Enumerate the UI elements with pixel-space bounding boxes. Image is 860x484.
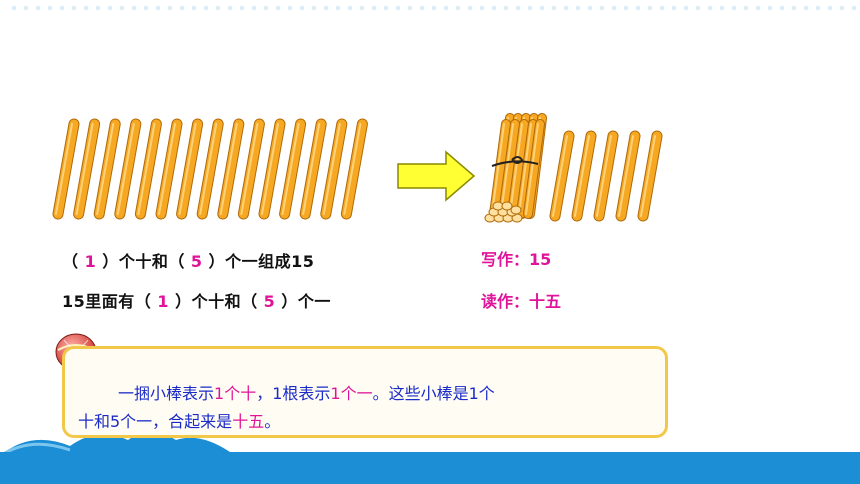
orange-stick xyxy=(258,118,286,220)
orange-stick xyxy=(279,118,307,220)
orange-stick xyxy=(340,118,368,220)
summary-part: 一捆小棒表示 xyxy=(118,384,215,403)
orange-stick xyxy=(549,130,575,222)
bundle-of-ten-sticks xyxy=(484,113,547,223)
orange-stick xyxy=(52,118,80,220)
orange-stick xyxy=(637,130,663,222)
orange-stick xyxy=(196,118,224,220)
sentence-tens-ones-make-15: （ 1 ）个十和（ 5 ）个一组成15 xyxy=(62,248,314,272)
orange-stick xyxy=(615,130,641,222)
stick-end xyxy=(510,205,522,215)
read-as-label: 读作：十五 xyxy=(481,292,562,311)
stick-end xyxy=(501,201,513,211)
answer-tens: 1 xyxy=(84,252,97,271)
orange-stick xyxy=(73,118,101,220)
loose-sticks-group xyxy=(52,118,368,220)
text-part: 15里面有（ xyxy=(62,292,152,311)
orange-stick xyxy=(299,118,327,220)
summary-box xyxy=(62,346,668,438)
bottom-decorative-wave xyxy=(0,432,860,484)
orange-stick xyxy=(237,118,265,220)
summary-one-ten: 1个十 xyxy=(214,384,257,403)
text-part: ）个十和（ xyxy=(102,252,185,271)
text-part: ）个一 xyxy=(281,292,331,311)
answer-tens: 1 xyxy=(157,292,169,311)
bundled-stick xyxy=(489,119,511,219)
text-part: ）个十和（ xyxy=(175,292,258,311)
bundled-stick xyxy=(507,119,529,219)
orange-stick xyxy=(593,130,619,222)
five-loose-sticks-group xyxy=(549,130,663,222)
answer-ones: 5 xyxy=(190,252,203,271)
bundled-stick xyxy=(523,119,545,219)
bundled-stick xyxy=(498,119,520,219)
summary-part: 。 xyxy=(264,412,281,431)
summary-text: 一捆小棒表示1个十，1根表示1个一。这些小棒是1个十和5个一，合起来是十五。 xyxy=(78,380,658,436)
summary-one-one: 1个一 xyxy=(330,384,373,403)
bundled-stick xyxy=(516,119,538,219)
orange-stick xyxy=(176,118,204,220)
summary-part: ，1根表示 xyxy=(256,384,331,403)
summary-fifteen: 十五 xyxy=(232,412,265,431)
arrow-right-icon xyxy=(397,150,476,202)
bundle-tie-string xyxy=(491,156,539,167)
summary-part: 。这些小棒是1个 xyxy=(372,384,495,403)
orange-stick xyxy=(571,130,597,222)
top-dotted-border xyxy=(8,4,858,12)
orange-stick xyxy=(93,118,121,220)
orange-stick xyxy=(217,118,245,220)
sentence-15-contains: 15里面有（ 1 ）个十和（ 5 ）个一 xyxy=(62,288,331,312)
orange-stick xyxy=(155,118,183,220)
answer-ones: 5 xyxy=(263,292,276,311)
orange-stick xyxy=(134,118,162,220)
paren-open: （ xyxy=(62,252,79,271)
orange-stick xyxy=(320,118,348,220)
write-as-label: 写作：15 xyxy=(481,250,552,269)
summary-part: 十和5个一，合起来是 xyxy=(78,412,233,431)
orange-stick xyxy=(114,118,142,220)
text-part: ）个一组成15 xyxy=(208,252,315,271)
